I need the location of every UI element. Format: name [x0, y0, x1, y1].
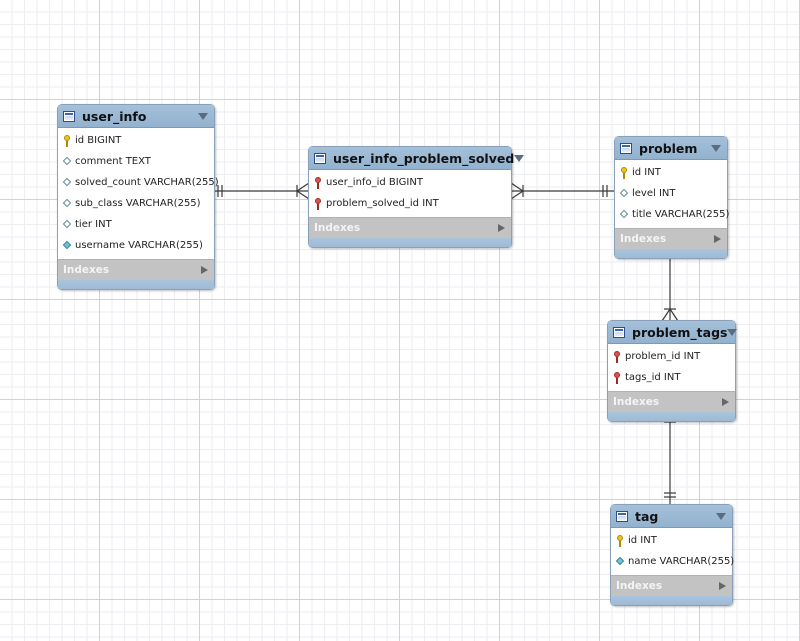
primary-key-icon — [616, 534, 625, 547]
column-diamond-icon — [63, 177, 72, 189]
triangle-right-icon[interactable] — [498, 224, 505, 232]
table-title: problem — [639, 140, 698, 156]
column-label: title VARCHAR(255) — [632, 209, 730, 220]
table-icon — [613, 326, 625, 338]
table-icon — [314, 152, 326, 164]
column-label: user_info_id BIGINT — [326, 177, 423, 188]
column-label: tier INT — [75, 219, 112, 230]
column-label: problem_id INT — [625, 351, 701, 362]
chevron-down-icon[interactable] — [716, 512, 726, 520]
column-label: id INT — [632, 167, 661, 178]
column-diamond-icon — [63, 156, 72, 168]
relationship-problem-to-user-info-problem-solved[interactable] — [510, 182, 614, 200]
column-level[interactable]: level INT — [615, 183, 727, 204]
relationship-user-info-to-user-info-problem-solved[interactable] — [214, 182, 310, 200]
table-user-info[interactable]: user_info id BIGINT comment TEXT solved_… — [57, 104, 219, 290]
table-problem[interactable]: problem id INT level INT title VARCHAR(2… — [614, 136, 730, 259]
table-header[interactable]: problem — [615, 137, 727, 160]
table-icon — [620, 142, 632, 154]
table-title: problem_tags — [632, 324, 728, 340]
triangle-right-icon[interactable] — [719, 582, 726, 590]
foreign-key-icon — [314, 197, 323, 210]
relationship-tag-to-problem-tags[interactable] — [661, 409, 679, 505]
column-name[interactable]: name VARCHAR(255) — [611, 551, 735, 572]
table-title: tag — [635, 508, 659, 524]
triangle-right-icon[interactable] — [201, 266, 208, 274]
column-label: level INT — [632, 188, 676, 199]
column-label: id INT — [628, 535, 657, 546]
table-footer — [309, 238, 511, 247]
indexes-label: Indexes — [613, 396, 660, 408]
column-sub-class[interactable]: sub_class VARCHAR(255) — [58, 193, 214, 214]
column-label: name VARCHAR(255) — [628, 556, 735, 567]
column-label: tags_id INT — [625, 372, 681, 383]
column-label: username VARCHAR(255) — [75, 240, 203, 251]
table-title: user_info — [82, 108, 147, 124]
column-list: user_info_id BIGINT problem_solved_id IN… — [309, 170, 511, 217]
indexes-label: Indexes — [314, 222, 361, 234]
column-filled-diamond-icon — [616, 556, 625, 568]
table-footer — [608, 412, 735, 421]
table-header[interactable]: user_info — [58, 105, 214, 128]
column-user-info-id[interactable]: user_info_id BIGINT — [309, 172, 511, 193]
column-label: id BIGINT — [75, 135, 122, 146]
table-title: user_info_problem_solved — [333, 150, 515, 166]
column-problem-id[interactable]: problem_id INT — [608, 346, 735, 367]
column-tier[interactable]: tier INT — [58, 214, 214, 235]
table-footer — [58, 280, 214, 289]
column-list: id BIGINT comment TEXT solved_count VARC… — [58, 128, 219, 259]
indexes-label: Indexes — [620, 233, 667, 245]
indexes-section[interactable]: Indexes — [611, 575, 732, 596]
table-footer — [615, 249, 727, 258]
indexes-section[interactable]: Indexes — [58, 259, 214, 280]
primary-key-icon — [620, 166, 629, 179]
indexes-label: Indexes — [63, 264, 110, 276]
triangle-right-icon[interactable] — [714, 235, 721, 243]
table-icon — [63, 110, 75, 122]
column-label: problem_solved_id INT — [326, 198, 439, 209]
table-icon — [616, 510, 628, 522]
column-filled-diamond-icon — [63, 240, 72, 252]
column-tags-id[interactable]: tags_id INT — [608, 367, 735, 388]
triangle-right-icon[interactable] — [722, 398, 729, 406]
table-problem-tags[interactable]: problem_tags problem_id INT tags_id INT … — [607, 320, 738, 422]
column-problem-solved-id[interactable]: problem_solved_id INT — [309, 193, 511, 214]
foreign-key-icon — [314, 176, 323, 189]
primary-key-icon — [63, 134, 72, 147]
table-header[interactable]: problem_tags — [608, 321, 738, 344]
column-diamond-icon — [620, 209, 629, 221]
column-diamond-icon — [63, 198, 72, 210]
column-id[interactable]: id INT — [615, 162, 727, 183]
column-diamond-icon — [620, 188, 629, 200]
column-label: sub_class VARCHAR(255) — [75, 198, 201, 209]
chevron-down-icon[interactable] — [514, 154, 525, 162]
indexes-section[interactable]: Indexes — [608, 391, 735, 412]
column-label: comment TEXT — [75, 156, 151, 167]
foreign-key-icon — [613, 371, 622, 384]
column-comment[interactable]: comment TEXT — [58, 151, 214, 172]
column-list: id INT level INT title VARCHAR(255) — [615, 160, 730, 228]
column-list: problem_id INT tags_id INT — [608, 344, 735, 391]
column-list: id INT name VARCHAR(255) — [611, 528, 735, 575]
table-footer — [611, 596, 732, 605]
indexes-section[interactable]: Indexes — [615, 228, 727, 249]
column-solved-count[interactable]: solved_count VARCHAR(255) — [58, 172, 219, 193]
chevron-down-icon[interactable] — [198, 112, 208, 120]
column-diamond-icon — [63, 219, 72, 231]
indexes-section[interactable]: Indexes — [309, 217, 511, 238]
column-id[interactable]: id BIGINT — [58, 130, 214, 151]
foreign-key-icon — [613, 350, 622, 363]
table-header[interactable]: user_info_problem_solved — [309, 147, 525, 170]
column-id[interactable]: id INT — [611, 530, 732, 551]
column-username[interactable]: username VARCHAR(255) — [58, 235, 214, 256]
table-header[interactable]: tag — [611, 505, 732, 528]
chevron-down-icon[interactable] — [727, 328, 738, 336]
table-tag[interactable]: tag id INT name VARCHAR(255) Indexes — [610, 504, 735, 606]
column-title[interactable]: title VARCHAR(255) — [615, 204, 730, 225]
column-label: solved_count VARCHAR(255) — [75, 177, 219, 188]
chevron-down-icon[interactable] — [711, 144, 721, 152]
table-user-info-problem-solved[interactable]: user_info_problem_solved user_info_id BI… — [308, 146, 525, 248]
indexes-label: Indexes — [616, 580, 663, 592]
